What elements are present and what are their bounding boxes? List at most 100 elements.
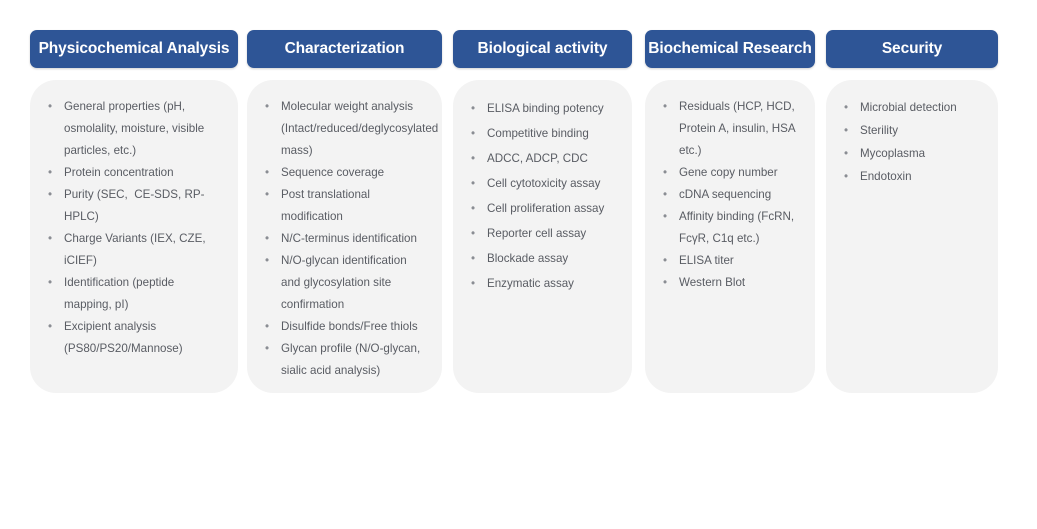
list-item: •General properties (pH, osmolality, moi…	[44, 96, 224, 162]
bullet-icon: •	[471, 102, 476, 115]
bullet-icon: •	[265, 342, 270, 355]
category-header-label: Characterization	[284, 40, 405, 58]
list-item: • Sequence coverage	[261, 162, 428, 184]
bullet-icon: •	[265, 100, 270, 113]
category-column: Security•Microbial detection•Sterility•M…	[826, 30, 998, 393]
list-item-label: Sequence coverage	[281, 166, 385, 179]
list-item-label: Competitive binding	[487, 127, 589, 140]
bullet-icon: •	[663, 276, 668, 289]
category-header-4[interactable]: Security	[826, 30, 998, 68]
bullet-icon: •	[471, 277, 476, 290]
list-item-label: Purity (SEC, CE-SDS, RP-HPLC)	[64, 188, 205, 223]
category-header-3[interactable]: Biochemical Research	[645, 30, 815, 68]
list-item: • ADCC, ADCP, CDC	[467, 146, 618, 171]
bullet-icon: •	[471, 252, 476, 265]
list-item: • Endotoxin	[840, 165, 984, 188]
bullet-icon: •	[48, 166, 53, 179]
category-item-list: •Residuals (HCP, HCD, Protein A, insulin…	[659, 96, 801, 294]
list-item-label: N/C-terminus identification	[281, 232, 417, 245]
bullet-icon: •	[48, 232, 53, 245]
list-item-label: ELISA binding potency	[487, 102, 604, 115]
list-item: •Disulfide bonds/Free thiols	[261, 316, 428, 338]
list-item: • Competitive binding	[467, 121, 618, 146]
list-item-label: Reporter cell assay	[487, 227, 587, 240]
bullet-icon: •	[265, 254, 270, 267]
list-item: •Western Blot	[659, 272, 801, 294]
bullet-icon: •	[265, 166, 270, 179]
list-item: • ELISA binding potency	[467, 96, 618, 121]
bullet-icon: •	[265, 232, 270, 245]
list-item: • Charge Variants (IEX, CZE, iCIEF)	[44, 228, 224, 272]
category-column: Characterization • Molecular weight analys…	[247, 30, 442, 393]
bullet-icon: •	[48, 320, 53, 333]
list-item: • Cell proliferation assay	[467, 196, 618, 221]
category-item-list: • Molecular weight analysis (Intact/reduc…	[261, 96, 442, 382]
category-header-label: Biological activity	[477, 40, 608, 58]
list-item-label: Charge Variants (IEX, CZE, iCIEF)	[64, 232, 209, 267]
list-item-label: Disulfide bonds/Free thiols	[281, 320, 418, 333]
list-item: • N/O-glycan identification and glycosyla…	[261, 250, 428, 316]
category-header-label: Physicochemical Analysis	[38, 40, 230, 58]
list-item: • Identification (peptide mapping, pI)	[44, 272, 224, 316]
category-header-1[interactable]: Characterization	[247, 30, 442, 68]
bullet-icon: •	[663, 254, 668, 267]
bullet-icon: •	[471, 177, 476, 190]
list-item-label: Microbial detection	[860, 101, 957, 114]
list-item-label: Blockade assay	[487, 252, 569, 265]
list-item-label: cDNA sequencing	[679, 188, 772, 201]
list-item-label: Sterility	[860, 124, 899, 137]
bullet-icon: •	[48, 100, 53, 113]
bullet-icon: •	[844, 124, 849, 137]
list-item: •Gene copy number	[659, 162, 801, 184]
bullet-icon: •	[471, 202, 476, 215]
list-item-label: Affinity binding (FcRN, FcγR, C1q etc.)	[679, 210, 798, 245]
list-item: • cDNA sequencing	[659, 184, 801, 206]
list-item: • Affinity binding (FcRN, FcγR, C1q etc.)	[659, 206, 801, 250]
list-item: • Glycan profile (N/O-glycan, sialic acid…	[261, 338, 428, 382]
bullet-icon: •	[265, 188, 270, 201]
category-item-list: •Microbial detection•Sterility•Mycoplasm…	[840, 96, 984, 188]
bullet-icon: •	[471, 152, 476, 165]
category-card: • Molecular weight analysis (Intact/reduc…	[247, 80, 442, 393]
category-header-label: Security	[881, 40, 943, 58]
list-item: •Post translational modification	[261, 184, 428, 228]
bullet-icon: •	[663, 100, 668, 113]
bullet-icon: •	[471, 127, 476, 140]
list-item: • Molecular weight analysis (Intact/reduc…	[261, 96, 442, 162]
list-item: • Cell cytotoxicity assay	[467, 171, 618, 196]
list-item-label: Identification (peptide mapping, pI)	[64, 276, 178, 311]
list-item-label: Molecular weight analysis (Intact/reduce…	[281, 100, 442, 157]
list-item: • Blockade assay	[467, 246, 618, 271]
list-item: • Microbial detection	[840, 96, 984, 119]
list-item-label: ADCC, ADCP, CDC	[487, 152, 588, 165]
list-item-label: Cell cytotoxicity assay	[487, 177, 601, 190]
category-column: Physicochemical Analysis •General propert…	[30, 30, 238, 393]
list-item: • Sterility	[840, 119, 984, 142]
bullet-icon: •	[844, 101, 849, 114]
bullet-icon: •	[844, 170, 849, 183]
category-header-0[interactable]: Physicochemical Analysis	[30, 30, 238, 68]
list-item-label: Gene copy number	[679, 166, 778, 179]
list-item: •ELISA titer	[659, 250, 801, 272]
category-column: Biological activity • ELISA binding potenc…	[453, 30, 632, 393]
bullet-icon: •	[663, 210, 668, 223]
list-item-label: Cell proliferation assay	[487, 202, 605, 215]
category-card: •General properties (pH, osmolality, moi…	[30, 80, 238, 393]
list-item-label: Glycan profile (N/O-glycan, sialic acid …	[281, 342, 424, 377]
category-item-list: • ELISA binding potency • Competitive bindi…	[467, 96, 618, 296]
bullet-icon: •	[48, 276, 53, 289]
list-item-label: Endotoxin	[860, 170, 912, 183]
bullet-icon: •	[663, 188, 668, 201]
bullet-icon: •	[844, 147, 849, 160]
list-item: •Purity (SEC, CE-SDS, RP-HPLC)	[44, 184, 224, 228]
list-item-label: Enzymatic assay	[487, 277, 574, 290]
category-card: •Microbial detection•Sterility•Mycoplasm…	[826, 80, 998, 393]
list-item-label: Excipient analysis (PS80/PS20/Mannose)	[64, 320, 183, 355]
category-header-2[interactable]: Biological activity	[453, 30, 632, 68]
category-card: • ELISA binding potency • Competitive bindi…	[453, 80, 632, 393]
category-item-list: •General properties (pH, osmolality, moi…	[44, 96, 224, 360]
list-item: • Excipient analysis (PS80/PS20/Mannose)	[44, 316, 224, 360]
list-item-label: N/O-glycan identification and glycosylat…	[281, 254, 410, 311]
list-item: •Protein concentration	[44, 162, 224, 184]
